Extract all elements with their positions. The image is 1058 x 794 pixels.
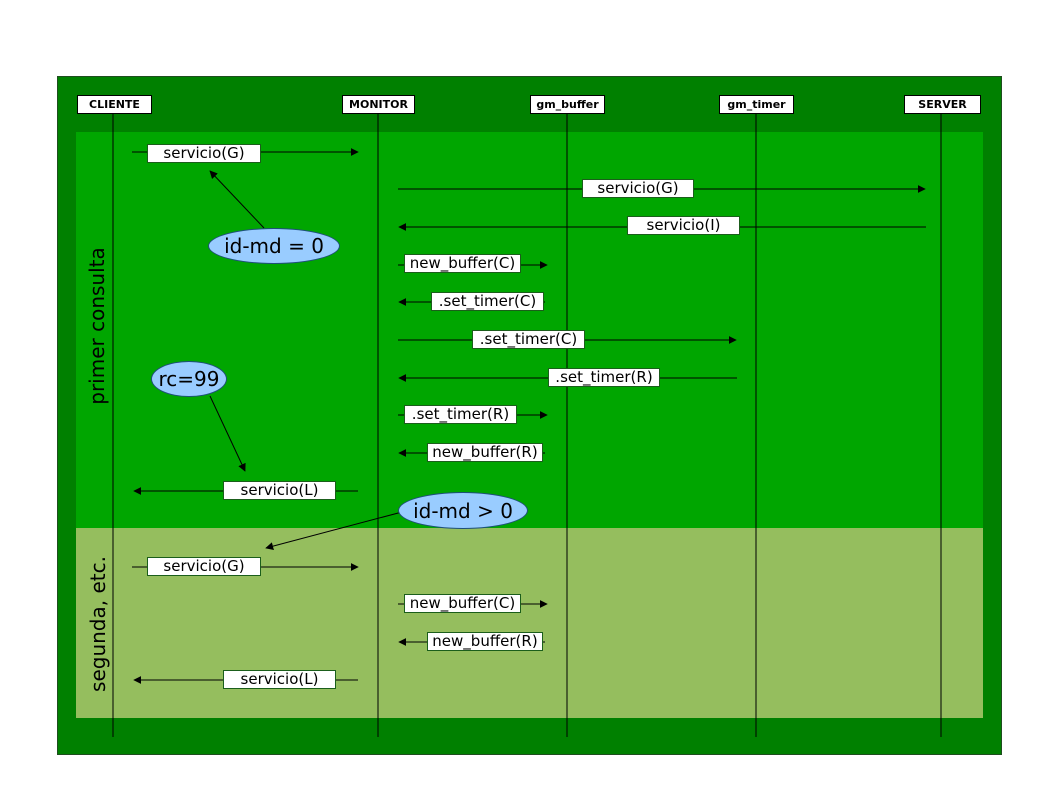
actor-gm-buffer: gm_buffer xyxy=(530,95,605,114)
note-connectors xyxy=(209,170,403,551)
actor-cliente: CLIENTE xyxy=(77,95,152,114)
message-label: .set_timer(C) xyxy=(472,330,585,349)
message-label: new_buffer(C) xyxy=(404,254,521,273)
lifelines xyxy=(112,114,942,737)
message-label: .set_timer(C) xyxy=(431,292,544,311)
connector-rc-99 xyxy=(209,395,246,472)
note-id-md-0: id-md = 0 xyxy=(208,228,340,264)
actor-monitor: MONITOR xyxy=(342,95,415,114)
message-label: servicio(G) xyxy=(147,557,261,576)
message-label: new_buffer(R) xyxy=(427,632,543,651)
message-label: .set_timer(R) xyxy=(404,405,517,424)
message-label: servicio(L) xyxy=(223,481,336,500)
message-label: new_buffer(C) xyxy=(404,594,521,613)
message-label: servicio(I) xyxy=(627,216,740,235)
connector-id-md-gt-0 xyxy=(265,511,403,551)
message-label: .set_timer(R) xyxy=(548,368,660,387)
message-label: servicio(G) xyxy=(582,179,694,198)
connector-id-md-0 xyxy=(209,170,265,229)
actor-server: SERVER xyxy=(904,95,981,114)
message-label: servicio(G) xyxy=(147,144,261,163)
actor-gm-timer: gm_timer xyxy=(719,95,794,114)
message-label: new_buffer(R) xyxy=(427,443,543,462)
note-rc-99: rc=99 xyxy=(151,361,227,397)
note-id-md-gt-0: id-md > 0 xyxy=(398,492,528,529)
message-label: servicio(L) xyxy=(223,670,336,689)
